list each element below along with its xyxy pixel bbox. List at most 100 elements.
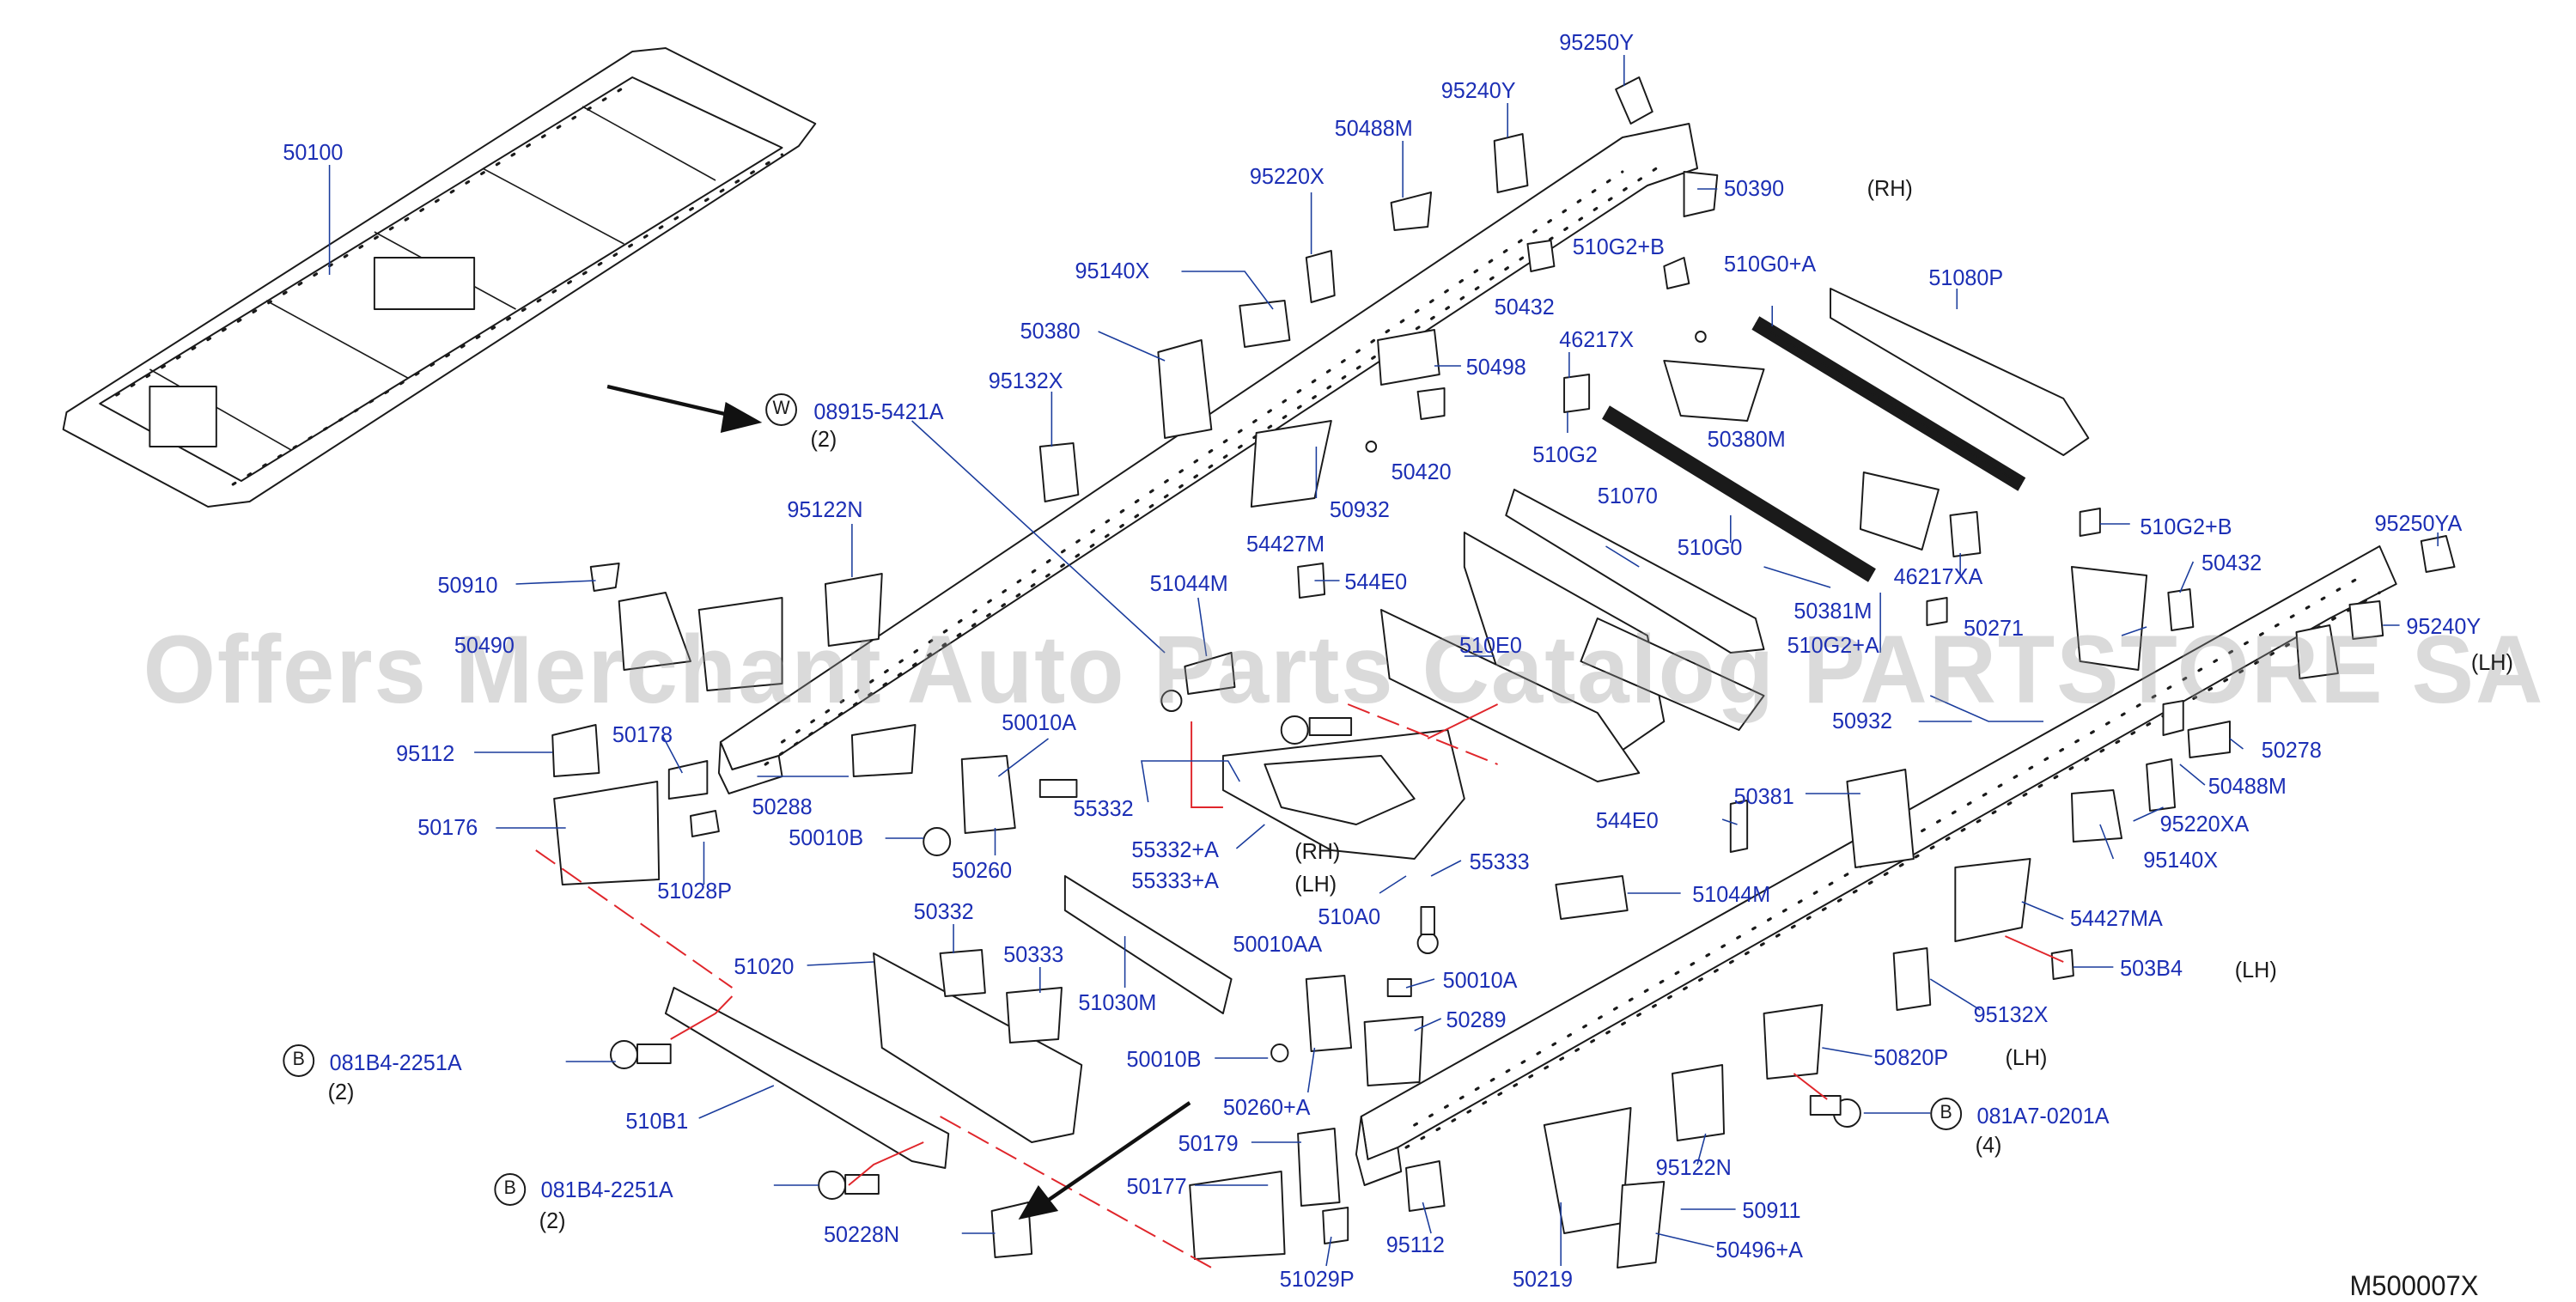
part-label[interactable]: 50490	[454, 632, 515, 658]
part-label[interactable]: 51080P	[1928, 265, 2004, 290]
part-label[interactable]: 081B4-2251A	[540, 1177, 673, 1202]
part-label[interactable]: 51030M	[1078, 989, 1157, 1015]
quantity-note: (2)	[810, 426, 837, 452]
part-label[interactable]: 50488M	[2208, 773, 2287, 799]
part-label[interactable]: 95132X	[1973, 1001, 2049, 1027]
side-note: (LH)	[2234, 957, 2277, 983]
part-label[interactable]: 50010A	[1442, 967, 1518, 993]
front-crossmember	[664, 952, 1083, 1169]
part-label[interactable]: 50010B	[789, 824, 864, 850]
part-label[interactable]: 50910	[437, 572, 498, 598]
diagram-stage: Offers Merchant Auto Parts Catalog PARTS…	[62, 29, 2545, 1301]
part-label[interactable]: 51029P	[1279, 1266, 1355, 1292]
part-label[interactable]: 50420	[1391, 459, 1452, 484]
part-label[interactable]: 510G0+A	[1724, 251, 1817, 277]
part-label[interactable]: 510G0	[1677, 534, 1743, 560]
b-marker: B	[494, 1173, 527, 1206]
part-label[interactable]: 50278	[2261, 737, 2322, 763]
part-label[interactable]: 95140X	[2143, 847, 2219, 873]
part-label[interactable]: 51044M	[1149, 570, 1228, 596]
part-label[interactable]: 50380	[1020, 318, 1081, 344]
part-label[interactable]: 51020	[734, 953, 795, 979]
part-label[interactable]: 95112	[1385, 1232, 1445, 1257]
side-note: (RH)	[1294, 838, 1341, 864]
part-label[interactable]: 50177	[1126, 1173, 1187, 1199]
part-label[interactable]: 50911	[1742, 1197, 1801, 1223]
diagram-code: M500007X	[2349, 1273, 2479, 1302]
part-label[interactable]: 50381M	[1793, 598, 1873, 624]
part-label[interactable]: 081B4-2251A	[329, 1050, 462, 1075]
part-label[interactable]: 50179	[1178, 1130, 1239, 1156]
part-label[interactable]: 544E0	[1344, 569, 1408, 594]
part-label[interactable]: 510G2+A	[1787, 632, 1879, 658]
part-label[interactable]: 55333	[1469, 849, 1530, 874]
part-label[interactable]: 95132X	[988, 368, 1063, 393]
part-label[interactable]: 50010B	[1126, 1046, 1202, 1072]
part-label[interactable]: 50288	[752, 794, 813, 819]
part-label[interactable]: 50176	[417, 814, 478, 840]
part-label[interactable]: 50271	[1964, 615, 2025, 641]
part-label[interactable]: 50932	[1831, 708, 1893, 733]
b-marker: B	[283, 1044, 315, 1077]
part-label[interactable]: 95240Y	[2406, 613, 2482, 639]
part-label[interactable]: 95220XA	[2159, 811, 2250, 837]
part-label[interactable]: 50010A	[1002, 709, 1077, 735]
part-label[interactable]: 503B4	[2120, 955, 2183, 981]
part-label[interactable]: 50100	[283, 139, 344, 165]
part-label[interactable]: 95122N	[787, 496, 863, 522]
part-label[interactable]: 51070	[1597, 483, 1658, 508]
alignment-lines	[535, 703, 2064, 1269]
quantity-note: (2)	[539, 1208, 566, 1233]
part-label[interactable]: 54427MA	[2070, 905, 2163, 931]
part-label[interactable]: 510A0	[1318, 903, 1381, 929]
part-label[interactable]: 55332	[1073, 795, 1134, 821]
part-label[interactable]: 544E0	[1595, 807, 1659, 833]
part-label[interactable]: 55333+A	[1131, 867, 1219, 893]
part-label[interactable]: 50432	[2201, 550, 2262, 575]
part-label[interactable]: 54427M	[1246, 531, 1325, 557]
side-note: (LH)	[2005, 1044, 2048, 1070]
part-label[interactable]: 510E0	[1459, 632, 1522, 658]
part-label[interactable]: 50260+A	[1222, 1094, 1311, 1120]
quantity-note: (4)	[1975, 1132, 2002, 1158]
part-label[interactable]: 55332+A	[1131, 837, 1219, 862]
part-label[interactable]: 510G2+B	[1572, 234, 1665, 259]
part-label[interactable]: 51044M	[1692, 881, 1771, 907]
part-label[interactable]: 50010AA	[1233, 931, 1323, 957]
part-label[interactable]: 95240Y	[1440, 77, 1516, 103]
part-label[interactable]: 95250YA	[2374, 510, 2463, 536]
part-label[interactable]: 50260	[952, 857, 1013, 883]
side-note: (LH)	[2470, 649, 2513, 675]
part-label[interactable]: 50289	[1446, 1007, 1507, 1032]
part-label[interactable]: 46217XA	[1893, 563, 1983, 589]
part-label[interactable]: 50381	[1733, 783, 1794, 809]
part-label[interactable]: 50333	[1003, 941, 1064, 967]
part-label[interactable]: 50488M	[1334, 115, 1413, 141]
part-label[interactable]: 50820P	[1873, 1044, 1949, 1070]
part-label[interactable]: 50932	[1329, 496, 1390, 522]
part-label[interactable]: 95220X	[1249, 163, 1325, 189]
part-label[interactable]: 50380M	[1707, 426, 1786, 452]
part-label[interactable]: 95122N	[1655, 1154, 1732, 1180]
part-label[interactable]: 50219	[1513, 1266, 1574, 1292]
side-note: (LH)	[1294, 871, 1337, 897]
part-label[interactable]: 50496+A	[1715, 1237, 1803, 1262]
part-label[interactable]: 50432	[1494, 294, 1555, 319]
part-label[interactable]: 95250Y	[1559, 29, 1635, 55]
part-label[interactable]: 50332	[913, 898, 974, 924]
part-label[interactable]: 51028P	[657, 878, 733, 903]
part-label[interactable]: 50228N	[823, 1221, 900, 1247]
part-label[interactable]: 510G2+B	[2140, 514, 2232, 539]
part-label[interactable]: 510G2	[1532, 441, 1598, 467]
watermark: Offers Merchant Auto Parts Catalog PARTS…	[143, 615, 2545, 723]
part-label[interactable]: 95112	[396, 740, 455, 766]
part-label[interactable]: 50498	[1465, 354, 1526, 380]
part-label[interactable]: 081A7-0201A	[1976, 1103, 2110, 1129]
part-label[interactable]: 50390	[1724, 175, 1785, 201]
part-label[interactable]: 08915-5421A	[813, 399, 944, 424]
w-marker: W	[765, 393, 797, 426]
part-label[interactable]: 510B1	[625, 1108, 689, 1134]
part-label[interactable]: 46217X	[1559, 326, 1635, 352]
part-label[interactable]: 95140X	[1075, 258, 1150, 283]
part-label[interactable]: 50178	[612, 721, 673, 747]
